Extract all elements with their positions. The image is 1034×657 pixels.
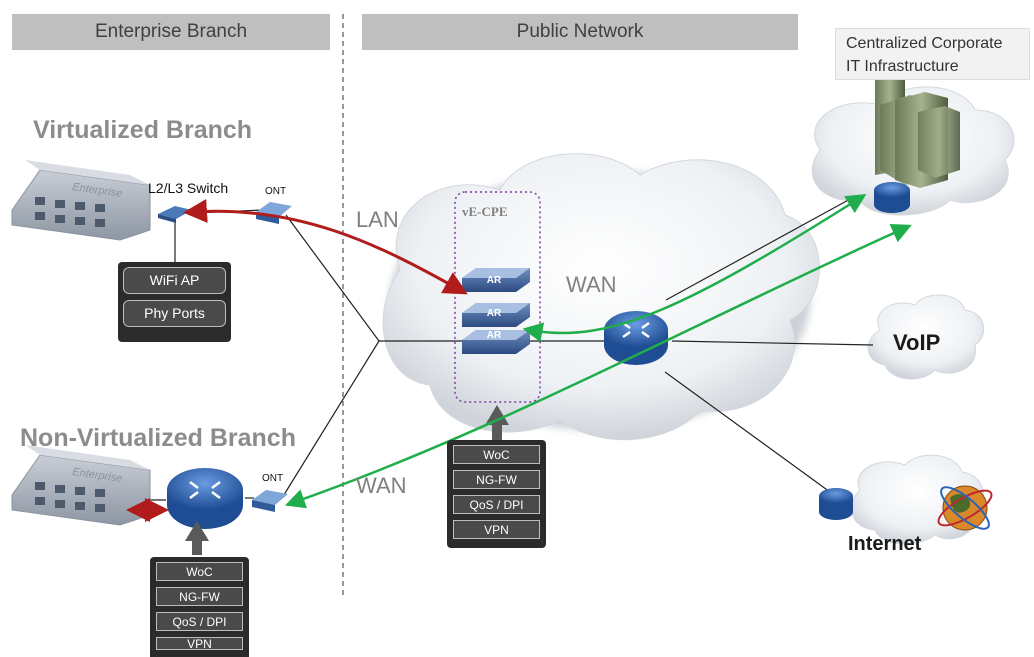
enterprise-branch-header: Enterprise Branch xyxy=(12,14,330,50)
vecpe-label: vE-CPE xyxy=(462,204,508,219)
ar-label-3: AR xyxy=(487,330,502,341)
wan-label-lower: WAN xyxy=(356,473,407,498)
branch-function-panel: WoC NG-FW QoS / DPI VPN xyxy=(150,557,249,657)
central-label-line2: IT Infrastructure xyxy=(846,58,959,75)
branch-panel-vpn: VPN xyxy=(156,637,243,650)
central-it-label: Centralized Corporate IT Infrastructure xyxy=(835,28,1030,80)
globe-icon xyxy=(937,485,993,531)
wan-arrow-branch xyxy=(284,223,912,509)
internet-label: Internet xyxy=(848,533,922,555)
vecpe-panel-qos: QoS / DPI xyxy=(453,495,540,514)
voip-label: VoIP xyxy=(893,330,941,355)
panel-phy-ports: Phy Ports xyxy=(123,300,226,327)
ont-device-bottom xyxy=(252,490,288,512)
vecpe-panel-vpn: VPN xyxy=(453,520,540,539)
corporate-towers xyxy=(875,75,960,188)
lan-label: LAN xyxy=(356,207,399,232)
ont-label-top: ONT xyxy=(265,186,287,197)
public-network-header: Public Network xyxy=(362,14,798,50)
panel-wifi-ap: WiFi AP xyxy=(123,267,226,294)
non-virtualized-branch-title: Non-Virtualized Branch xyxy=(20,424,296,452)
branch-router xyxy=(167,468,243,529)
ar-label-1: AR xyxy=(487,275,502,286)
switch-label: L2/L3 Switch xyxy=(148,180,229,196)
wan-label-cloud: WAN xyxy=(566,272,617,297)
branch-panel-qos: QoS / DPI xyxy=(156,612,243,631)
vecpe-panel-woc: WoC xyxy=(453,445,540,464)
virtualized-branch-title: Virtualized Branch xyxy=(33,116,253,144)
l2-l3-switch-device xyxy=(158,206,192,223)
vecpe-function-panel: WoC NG-FW QoS / DPI VPN xyxy=(447,440,546,548)
ont-label-bottom: ONT xyxy=(262,473,284,484)
virtualized-branch-building xyxy=(11,160,151,241)
branch-panel-ngfw: NG-FW xyxy=(156,587,243,606)
virtualized-branch-panel: WiFi AP Phy Ports xyxy=(118,262,231,342)
internet-router xyxy=(819,488,853,520)
branch-panel-woc: WoC xyxy=(156,562,243,581)
central-label-line1: Centralized Corporate xyxy=(846,35,1003,52)
ar-label-2: AR xyxy=(487,308,502,319)
corporate-router xyxy=(874,182,910,213)
vecpe-panel-ngfw: NG-FW xyxy=(453,470,540,489)
non-virtualized-branch-building xyxy=(11,445,151,526)
